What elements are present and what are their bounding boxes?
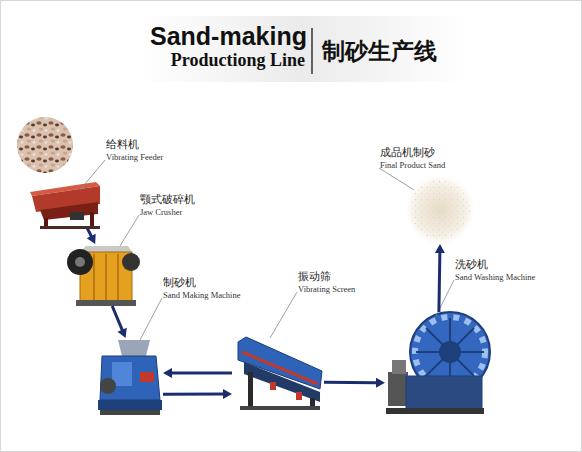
- final-product-sand: 成品机制砂Final Product Sand: [406, 176, 474, 244]
- flow-arrow: [163, 389, 232, 399]
- title-separator: [311, 28, 313, 74]
- label-english: Sand Washing Machine: [455, 272, 535, 283]
- washer-gearbox: [388, 372, 408, 406]
- sand-making-machine: 制砂机Sand Making Machine: [95, 338, 163, 416]
- stone-pile-texture: [17, 117, 73, 173]
- vibrating-feeder: 给料机Vibrating Feeder: [28, 188, 102, 228]
- leader-line: [270, 292, 297, 338]
- flow-arrow: [112, 306, 127, 338]
- label-chinese: 振动筛: [298, 270, 355, 284]
- sandmaker-feet: [100, 410, 160, 415]
- flow-arrow: [163, 368, 232, 378]
- arrow-head: [87, 234, 96, 244]
- arrow-head: [435, 244, 445, 253]
- leader-line: [140, 298, 162, 340]
- stone-pile: [17, 117, 73, 173]
- crusher-base: [76, 300, 136, 306]
- washer-spoke: [426, 328, 474, 376]
- crusher-top: [80, 246, 132, 252]
- screen-frame: [244, 362, 320, 402]
- label-chinese: 给料机: [106, 138, 163, 152]
- arrow-shaft: [324, 381, 377, 384]
- flow-arrow: [87, 228, 96, 244]
- sandmaker-motor: [140, 372, 154, 382]
- arrow-head: [376, 378, 385, 388]
- jaw-crusher: 颚式破碎机Jaw Crusher: [68, 244, 136, 306]
- feeder-leg: [44, 218, 48, 227]
- machine-label: 给料机Vibrating Feeder: [106, 138, 163, 163]
- label-english: Sand Making Machine: [163, 290, 240, 301]
- leader-line: [80, 160, 105, 190]
- flow-arrow: [324, 378, 385, 388]
- washer-hub: [439, 341, 461, 363]
- arrow-head: [223, 389, 232, 399]
- arrow-shaft: [87, 228, 91, 237]
- arrow-shaft: [112, 306, 122, 331]
- crusher-flywheel: [67, 249, 93, 275]
- crusher-rib: [117, 254, 119, 300]
- screen-base: [240, 406, 320, 410]
- machine-label: 制砂机Sand Making Machine: [163, 276, 240, 301]
- washer-spoke: [426, 328, 474, 376]
- arrow-head: [163, 368, 172, 378]
- label-english: Jaw Crusher: [140, 207, 195, 218]
- sandmaker-base: [98, 400, 162, 410]
- feeder-frame: [40, 202, 98, 220]
- machine-label: 洗砂机Sand Washing Machine: [455, 258, 535, 283]
- feeder-base: [40, 226, 100, 229]
- feeder-leg: [90, 212, 94, 227]
- crusher-rib: [93, 254, 95, 300]
- flow-arrow: [435, 244, 445, 312]
- label-chinese: 洗砂机: [455, 258, 535, 272]
- label-english: Final Product Sand: [380, 160, 445, 171]
- machine-label: 振动筛Vibrating Screen: [298, 270, 355, 295]
- vibrating-screen: 振动筛Vibrating Screen: [232, 334, 324, 412]
- leader-line: [120, 215, 139, 246]
- screen-leg: [248, 372, 253, 408]
- arrow-shaft: [171, 372, 232, 375]
- crusher-rib: [105, 254, 107, 300]
- leader-line: [379, 168, 414, 190]
- arrow-head: [118, 328, 127, 338]
- washer-tank: [406, 376, 482, 410]
- label-chinese: 成品机制砂: [380, 146, 445, 160]
- screen-spring: [270, 382, 276, 390]
- sandmaker-pulley: [100, 378, 116, 394]
- title-label: Productiong Line: [100, 50, 305, 71]
- sandmaker-body: [100, 356, 160, 400]
- label-english: Vibrating Screen: [298, 284, 355, 295]
- machine-label: 成品机制砂Final Product Sand: [380, 146, 445, 171]
- arrow-shaft: [437, 252, 441, 312]
- sand-washing-machine: 洗砂机Sand Washing Machine: [385, 312, 483, 416]
- label-chinese: 制砂机: [163, 276, 240, 290]
- screen-spring: [296, 392, 302, 400]
- washer-motor: [392, 360, 406, 374]
- arrow-shaft: [163, 393, 224, 396]
- label-chinese: 颚式破碎机: [140, 193, 195, 207]
- label-english: Vibrating Feeder: [106, 152, 163, 163]
- washer-base: [386, 408, 484, 414]
- diagram-title: Sand-making: [150, 22, 307, 51]
- title-label: 制砂生产线: [322, 36, 472, 67]
- machine-label: 颚式破碎机Jaw Crusher: [140, 193, 195, 218]
- crusher-flywheel: [122, 253, 140, 271]
- feeder-motor: [70, 212, 84, 220]
- sandmaker-hopper: [118, 340, 150, 356]
- crusher-hub: [75, 257, 85, 267]
